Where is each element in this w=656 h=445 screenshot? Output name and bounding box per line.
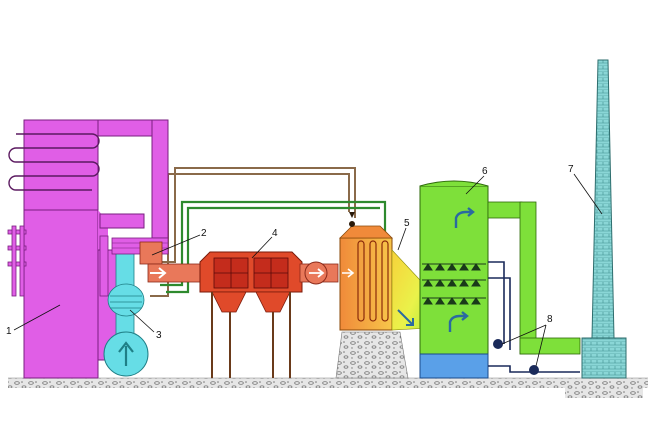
spray-headers xyxy=(422,263,486,305)
gas-gas-heat-exchanger xyxy=(339,212,393,331)
electrostatic-precipitator xyxy=(199,251,303,378)
right-arrow-icon xyxy=(150,267,167,279)
recycle-pumps xyxy=(488,261,580,373)
absorber-tower xyxy=(419,180,581,379)
pump-icon xyxy=(529,365,539,375)
label-air-preheater: 2 xyxy=(201,228,207,239)
hx-tube-coils xyxy=(357,240,389,322)
right-arrow-icon xyxy=(309,268,325,278)
green-pipe xyxy=(160,200,387,294)
ground xyxy=(8,377,648,398)
right-arrow-icon xyxy=(342,268,355,278)
label-precipitator: 4 xyxy=(272,228,278,239)
label-absorber: 6 xyxy=(482,166,488,177)
pump-icon xyxy=(493,339,503,349)
label-heat-exchanger: 5 xyxy=(404,218,410,229)
up-arrow-icon xyxy=(118,341,134,366)
fan xyxy=(103,249,149,377)
curved-arrow-icon xyxy=(448,311,469,332)
label-boiler: 1 xyxy=(6,326,12,337)
label-stack: 7 xyxy=(568,164,574,175)
label-pumps: 8 xyxy=(547,314,553,325)
label-fan: 3 xyxy=(156,330,162,341)
boiler xyxy=(7,119,169,379)
down-right-arrow-icon xyxy=(397,309,414,326)
chimney-stack xyxy=(581,59,627,379)
foundation-rubble xyxy=(335,331,409,379)
slurry-tank xyxy=(419,353,489,379)
callout-leaders xyxy=(13,173,603,367)
air-preheater xyxy=(111,237,169,265)
burner-fins xyxy=(7,225,109,297)
curved-arrow-icon xyxy=(454,207,475,228)
superheater-coils xyxy=(8,133,100,191)
